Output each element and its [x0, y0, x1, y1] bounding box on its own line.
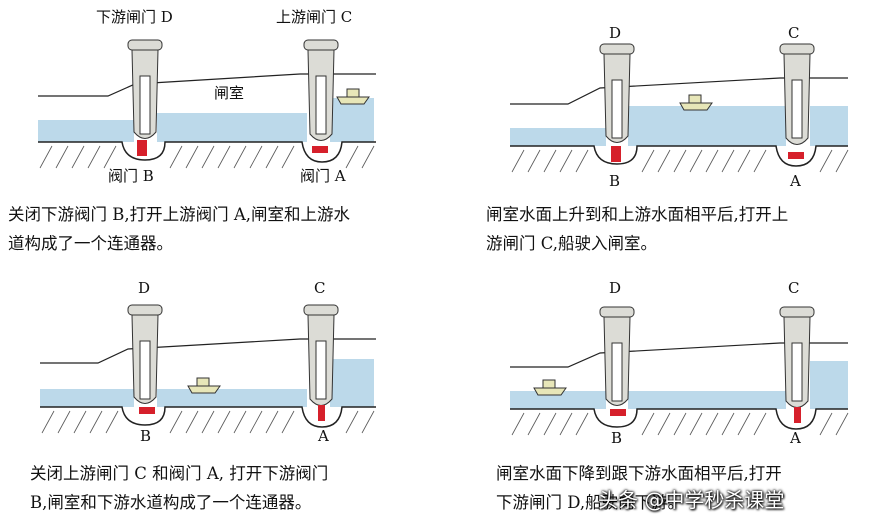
- riverbed: [510, 145, 848, 167]
- valve-b: [610, 409, 626, 416]
- boat-icon: [679, 94, 713, 111]
- panel-2: D C B A 闸室水面上升到和上游水面相平后,打开上 游闸门 C,船驶入闸室。: [470, 0, 878, 263]
- gate-c: [779, 43, 815, 159]
- upstream-water: [810, 361, 848, 409]
- upstream-water: [810, 106, 848, 146]
- upstream-water: [330, 359, 374, 407]
- chamber-water: [157, 389, 307, 407]
- chamber-water: [157, 113, 307, 142]
- gate-c: [779, 306, 815, 423]
- downstream-water: [40, 389, 134, 407]
- gate-d: [599, 306, 635, 416]
- gate-d: [127, 304, 163, 414]
- boat-icon: [187, 377, 221, 394]
- chamber-water: [628, 391, 786, 409]
- watermark: 头条 @中学秒杀课堂: [598, 488, 785, 512]
- riverbed: [510, 408, 848, 430]
- lock-diagram-4: D C B A: [510, 279, 849, 447]
- valve-a: [794, 407, 801, 423]
- gate-c: [303, 304, 339, 421]
- boat-icon: [336, 88, 370, 105]
- riverbed: [40, 406, 376, 428]
- gate-c-label: C: [788, 24, 799, 42]
- gate-c: [303, 39, 339, 153]
- downstream-water: [510, 128, 606, 146]
- riverbed: [38, 141, 376, 163]
- valve-a-label: A: [789, 172, 801, 190]
- gate-c-label: C: [788, 279, 799, 297]
- valve-a: [318, 405, 325, 421]
- chamber-water: [628, 106, 786, 146]
- gate-d-label: 下游闸门 D: [96, 8, 173, 26]
- caption-3: 关闭上游闸门 C 和阀门 A, 打开下游阀门 B,闸室和下游水道构成了一个连通器…: [30, 464, 329, 512]
- valve-b-label: B: [140, 427, 151, 445]
- valve-b: [139, 407, 155, 414]
- valve-b: [611, 146, 621, 162]
- valve-b-label: 阀门 B: [108, 167, 154, 185]
- caption-4: 闸室水面下降到跟下游水面相平后,打开 下游闸门 D,船驶向下游。: [496, 464, 782, 512]
- gate-d: [127, 39, 163, 156]
- panel-3: D C B A 关闭上游闸门 C 和阀门 A, 打开下游阀门 B,闸室和下游水道…: [0, 263, 439, 526]
- caption-2: 闸室水面上升到和上游水面相平后,打开上 游闸门 C,船驶入闸室。: [486, 205, 789, 253]
- downstream-water: [510, 391, 606, 409]
- lock-diagram-2: D C B A: [510, 24, 849, 190]
- valve-b: [137, 140, 147, 156]
- gate-d-label: D: [138, 279, 150, 297]
- valve-a: [788, 152, 804, 159]
- gate-c-label: C: [314, 279, 325, 297]
- downstream-water: [38, 120, 134, 142]
- valve-b-label: B: [611, 429, 622, 447]
- gate-c-label: 上游闸门 C: [276, 8, 352, 26]
- gate-d-label: D: [609, 279, 621, 297]
- panel-4: D C B A 闸室水面下降到跟下游水面相平后,打开 下游闸门 D,船驶向下游。: [470, 263, 878, 526]
- valve-a-label: 阀门 A: [300, 167, 346, 185]
- gate-d-label: D: [609, 24, 621, 42]
- valve-b-label: B: [609, 172, 620, 190]
- valve-a-label: A: [317, 427, 329, 445]
- upstream-water: [330, 98, 374, 142]
- valve-a: [312, 146, 328, 153]
- chamber-label: 闸室: [214, 84, 244, 102]
- valve-a-label: A: [789, 429, 801, 447]
- lock-diagram-3: D C B A: [40, 279, 376, 445]
- gate-d: [599, 43, 635, 162]
- caption-1: 关闭下游阀门 B,打开上游阀门 A,闸室和上游水 道构成了一个连通器。: [8, 205, 351, 253]
- boat-icon: [533, 379, 567, 396]
- panel-1: 下游闸门 D 上游闸门 C 闸室 阀门 B 阀门 A 关闭下游阀门 B,打开上游…: [0, 0, 439, 263]
- lock-diagram-1: 下游闸门 D 上游闸门 C 闸室 阀门 B 阀门 A: [38, 8, 376, 185]
